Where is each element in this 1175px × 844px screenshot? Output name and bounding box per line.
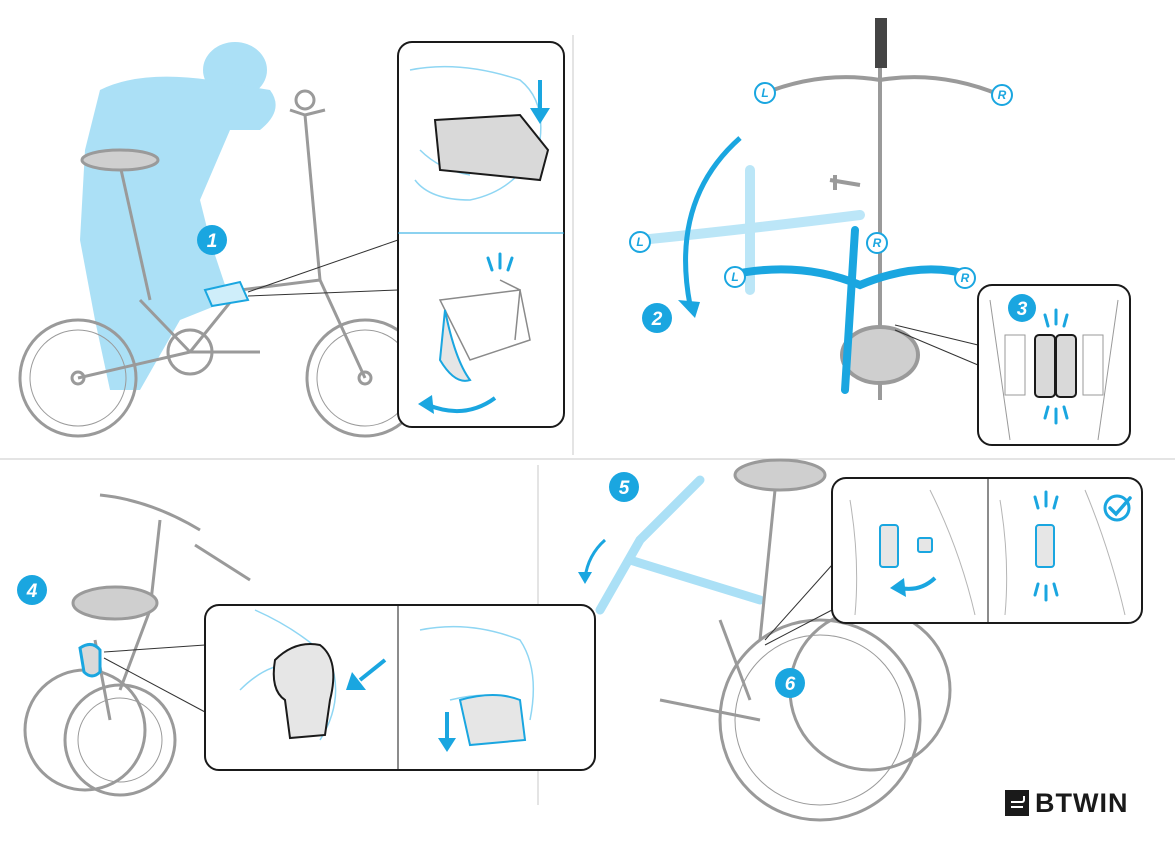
step-4-badge: 4 bbox=[17, 575, 47, 605]
step-1-badge: 1 bbox=[197, 225, 227, 255]
left-label: L bbox=[761, 86, 768, 100]
left-label: L bbox=[731, 270, 738, 284]
latch-lever bbox=[433, 113, 550, 182]
handlebar-right-top: R bbox=[991, 84, 1013, 106]
handlebar-ghost-5 bbox=[595, 475, 765, 615]
stem-top-view bbox=[759, 18, 1001, 400]
latch-inset bbox=[397, 41, 565, 428]
rotate-arrow-icon bbox=[678, 136, 742, 318]
step-5-badge: 5 bbox=[609, 472, 639, 502]
handlebar-right-low: R bbox=[954, 267, 976, 289]
handlebar-left-top: L bbox=[754, 82, 776, 104]
clamp-closed bbox=[272, 643, 335, 740]
curved-arrow-left-icon bbox=[890, 576, 937, 597]
arrow-down-icon bbox=[438, 712, 456, 752]
step-3-number: 3 bbox=[1017, 299, 1028, 320]
handlebar-left-low: L bbox=[724, 266, 746, 288]
magnet-part-a bbox=[879, 524, 899, 568]
magnet-part-b bbox=[917, 537, 933, 553]
click-marks-icon bbox=[1033, 490, 1059, 602]
step-2-number: 2 bbox=[651, 309, 663, 330]
step-5-number: 5 bbox=[619, 478, 630, 499]
hinge-plate bbox=[438, 309, 472, 382]
callout-lines-4 bbox=[103, 644, 206, 713]
click-marks-icon bbox=[486, 252, 514, 272]
panel-step-1: 1 bbox=[18, 41, 565, 438]
handlebar-right-mid: R bbox=[866, 232, 888, 254]
frame-latch bbox=[203, 280, 250, 308]
panel-step-5: 5 6 bbox=[578, 458, 1143, 822]
magnet-right bbox=[1055, 334, 1077, 398]
curved-arrow-left-icon bbox=[418, 395, 497, 414]
callout-lines-3 bbox=[894, 324, 979, 366]
clamp-open bbox=[458, 694, 527, 747]
arrow-down-left-icon bbox=[346, 658, 387, 690]
btwin-mark-icon bbox=[1005, 790, 1029, 816]
callout-lines-6 bbox=[764, 564, 833, 646]
step-4-number: 4 bbox=[26, 581, 38, 602]
check-circle-icon bbox=[1103, 494, 1132, 522]
step-6-number: 6 bbox=[785, 674, 796, 695]
arrow-down-icon bbox=[530, 80, 550, 124]
panel-step-4: 4 bbox=[17, 493, 596, 797]
left-label: L bbox=[636, 235, 643, 249]
panel-step-2: L R L R L R 2 bbox=[629, 18, 1131, 446]
brand-name: BTWIN bbox=[1035, 787, 1129, 818]
clamp-inset bbox=[204, 604, 596, 771]
magnet-left bbox=[1034, 334, 1056, 398]
step-2-badge: 2 bbox=[642, 303, 672, 333]
magnet-attach-inset bbox=[831, 477, 1143, 624]
folding-arrow-icon bbox=[578, 538, 607, 584]
magnet-joined bbox=[1035, 524, 1055, 568]
seat-clamp bbox=[78, 643, 102, 678]
step-1-number: 1 bbox=[207, 231, 218, 252]
magnet-inset: 3 bbox=[977, 284, 1131, 446]
right-label: R bbox=[873, 236, 882, 250]
handlebar-folded bbox=[726, 226, 974, 394]
click-marks-icon bbox=[1043, 308, 1069, 425]
callout-lines-1 bbox=[247, 239, 399, 297]
hinge-open bbox=[438, 279, 531, 361]
right-label: R bbox=[961, 271, 970, 285]
btwin-logo: BTWIN bbox=[1005, 788, 1128, 818]
handlebar-left-mid: L bbox=[629, 231, 651, 253]
step-6-badge: 6 bbox=[775, 668, 805, 698]
step-3-badge: 3 bbox=[1008, 294, 1036, 322]
right-label: R bbox=[998, 88, 1007, 102]
